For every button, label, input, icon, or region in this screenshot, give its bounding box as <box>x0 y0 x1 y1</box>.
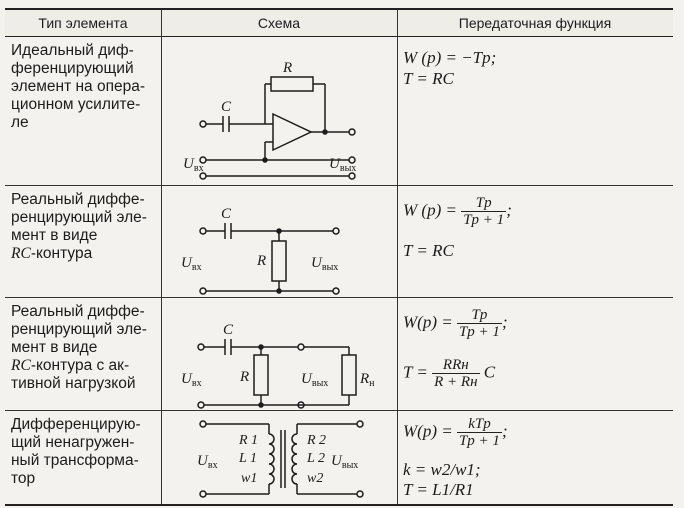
fn-line-2: T = RC <box>403 241 454 260</box>
svg-text:Uвх: Uвх <box>197 453 218 471</box>
label-c: C <box>221 99 232 115</box>
element-type: Реальный диффе- ренцирующий эле- мент в … <box>11 303 147 392</box>
header-type: Тип элемента <box>38 15 128 31</box>
label-l1: L 1 <box>238 451 257 466</box>
label-l2: L 2 <box>306 451 325 466</box>
svg-text:Uвх: Uвх <box>181 371 202 389</box>
schema-transformer: R 1 L 1 w1 R 2 L 2 w2 Uвх Uвых <box>161 410 397 504</box>
fn-line-2: T = RC <box>403 69 454 88</box>
element-type: Реальный диффе- ренцирующий эле- мент в … <box>11 191 147 262</box>
label-r1: R 1 <box>238 433 258 448</box>
column-divider <box>161 10 162 504</box>
header-function: Передаточная функция <box>458 15 612 31</box>
schema-rc-active-load: C R Uвх Uвых Rн <box>161 297 397 410</box>
label-r: R <box>256 253 266 269</box>
table-header: Тип элемента Схема Передаточная функция <box>5 10 673 37</box>
element-type: Идеальный диф- ференцирующий элемент на … <box>11 42 145 131</box>
column-divider <box>397 10 398 504</box>
svg-text:Uвых: Uвых <box>301 371 328 389</box>
fn-line-3: T = L1/R1 <box>403 480 474 499</box>
table-row-rc-circuit: Реальный диффе- ренцирующий эле- мент в … <box>5 185 673 298</box>
schema-opamp-differentiator: R C Uвх Uвых <box>161 36 397 185</box>
table-row-rc-active-load: Реальный диффе- ренцирующий эле- мент в … <box>5 297 673 411</box>
label-r2: R 2 <box>306 433 326 448</box>
svg-text:Uвых: Uвых <box>331 453 358 471</box>
label-c: C <box>223 322 234 338</box>
table-row-transformer: Дифференцирую- щий ненагружен- ный транс… <box>5 410 673 504</box>
fn-line-1: W (p) = −Tp; <box>403 48 497 67</box>
svg-text:Uвых: Uвых <box>311 255 338 273</box>
label-c: C <box>221 206 232 222</box>
header-schema: Схема <box>257 15 301 31</box>
fn-line-2: k = w2/w1; <box>403 460 481 479</box>
table-row-ideal-opamp: Идеальный диф- ференцирующий элемент на … <box>5 36 673 186</box>
label-w1: w1 <box>241 471 257 486</box>
label-r: R <box>239 369 249 385</box>
svg-text:Uвх: Uвх <box>181 255 202 273</box>
schema-rc-differentiator: C R Uвх Uвых <box>161 185 397 297</box>
svg-text:Uвых: Uвых <box>329 156 356 174</box>
svg-text:Rн: Rн <box>359 371 375 389</box>
label-w2: w2 <box>307 471 323 486</box>
label-r: R <box>282 60 292 76</box>
element-type: Дифференцирую- щий ненагружен- ный транс… <box>11 416 141 487</box>
svg-text:Uвх: Uвх <box>183 156 204 174</box>
transfer-function-table: Тип элемента Схема Передаточная функция … <box>5 8 673 506</box>
